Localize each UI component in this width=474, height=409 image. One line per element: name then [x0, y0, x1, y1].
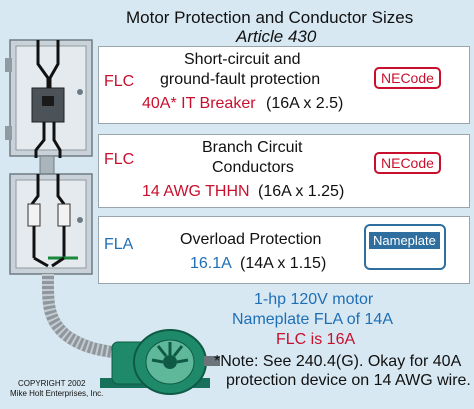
panel-overload: [98, 216, 470, 284]
panel-line: ground-fault protection: [160, 71, 321, 88]
panel-line: Overload Protection: [180, 231, 322, 248]
copyright-line: COPYRIGHT 2002: [18, 379, 86, 388]
disconnect-enclosure: [9, 173, 93, 275]
hinge-icon: [5, 58, 12, 72]
nameplate-label: Nameplate: [369, 232, 440, 249]
page-subtitle: Article 430: [236, 27, 317, 46]
page-title: Motor Protection and Conductor Sizes: [126, 8, 414, 27]
panel-tag: FLC: [104, 73, 135, 90]
fuse-icon: [27, 203, 41, 227]
breaker-handle-icon: [42, 96, 54, 106]
panel-line: Conductors: [212, 159, 294, 176]
motor-icon: [100, 329, 220, 395]
necode-label: NECode: [374, 67, 441, 89]
panel-line: Short-circuit and: [184, 51, 301, 68]
panel-tag: FLA: [104, 236, 134, 253]
breaker-size-calc: (16A x 2.5): [266, 95, 344, 112]
breaker-size-value: 40A* IT Breaker: [142, 95, 256, 112]
overload-size-calc: (14A x 1.15): [240, 255, 327, 272]
fuse-icon: [57, 203, 71, 227]
panel-line: Branch Circuit: [202, 139, 303, 156]
necode-label: NECode: [374, 152, 441, 174]
conductor-size-calc: (16A x 1.25): [258, 183, 345, 200]
screw-icon: [77, 89, 83, 95]
conductor-size-value: 14 AWG THHN: [142, 183, 250, 200]
motor-flc: FLC is 16A: [276, 331, 356, 348]
overload-size-value: 16.1A: [190, 255, 232, 272]
motor-fla: Nameplate FLA of 14A: [232, 311, 393, 328]
conduit-nipple-icon: [39, 155, 55, 175]
nameplate-frame: [364, 224, 446, 270]
footnote-line: protection device on 14 AWG wire.: [226, 372, 471, 389]
copyright-line: Mike Holt Enterprises, Inc.: [10, 389, 104, 398]
hinge-icon: [5, 126, 12, 140]
motor-rating: 1-hp 120V motor: [254, 291, 374, 308]
breaker-enclosure: [5, 39, 93, 158]
footnote-line: *Note: See 240.4(G). Okay for 40A: [214, 353, 462, 370]
panel-tag: FLC: [104, 151, 135, 168]
